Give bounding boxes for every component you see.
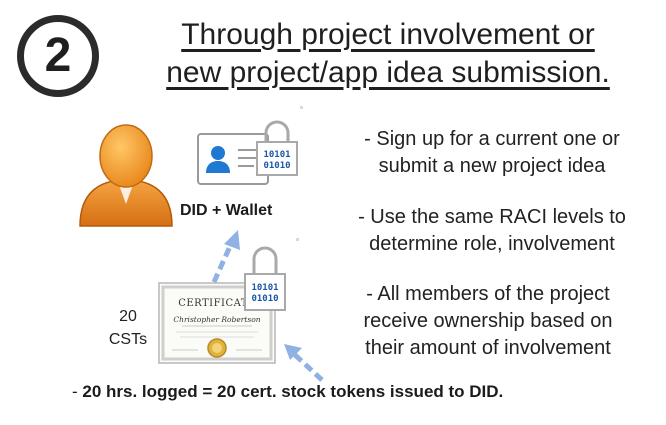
padlock-icon: 10101 01010 (244, 246, 286, 311)
lock-bits-line-2: 01010 (251, 294, 278, 304)
footer-bold-text: 20 hrs. logged = 20 cert. stock tokens i… (82, 382, 504, 401)
bullet-line: - All members of the project (366, 283, 610, 305)
certificate-icon: CERTIFICATE Christopher Robertson (158, 282, 276, 364)
decorative-dot (300, 106, 303, 109)
cst-count: 20 (119, 308, 137, 325)
lock-bits-line-1: 10101 (251, 283, 278, 293)
did-wallet-label: DID + Wallet (180, 202, 273, 219)
arrow-icon (284, 344, 324, 382)
lock-bits-line-1: 10101 (263, 150, 290, 160)
footer-statement: - 20 hrs. logged = 20 cert. stock tokens… (72, 382, 503, 402)
cst-unit: CSTs (108, 331, 148, 348)
headline-line-2: new project/app idea submission. (166, 56, 610, 89)
bullet-ownership: - All members of the project receive own… (312, 281, 664, 362)
bullet-line: determine role, involvement (369, 233, 615, 255)
bullet-raci: - Use the same RACI levels to determine … (320, 204, 664, 258)
headline-line-1: Through project involvement or (181, 18, 595, 51)
lock-bits-line-2: 01010 (263, 161, 290, 171)
bullet-line: - Use the same RACI levels to (358, 206, 626, 228)
bullet-line: submit a new project idea (378, 155, 606, 177)
cst-count-label: 20 CSTs (98, 305, 158, 351)
step-number-badge: 2 (17, 15, 99, 97)
id-photo-body (206, 161, 230, 173)
padlock-icon: 10101 01010 (256, 120, 298, 176)
decorative-dot (296, 238, 299, 241)
footer-prefix: - (72, 382, 83, 401)
bullet-line: their amount of involvement (365, 337, 611, 359)
bullet-sign-up: - Sign up for a current one or submit a … (320, 126, 664, 180)
step-number: 2 (44, 29, 72, 82)
headline: Through project involvement or new proje… (118, 16, 658, 92)
person-avatar-icon (79, 124, 173, 227)
bullet-line: - Sign up for a current one or (364, 128, 620, 150)
id-photo-head (211, 146, 225, 160)
medal-seal-icon (207, 338, 227, 358)
certificate-heading: CERTIFICATE (178, 298, 256, 309)
bullet-line: receive ownership based on (363, 310, 613, 332)
arrow-icon (211, 230, 240, 284)
certificate-recipient: Christopher Robertson (173, 315, 260, 324)
